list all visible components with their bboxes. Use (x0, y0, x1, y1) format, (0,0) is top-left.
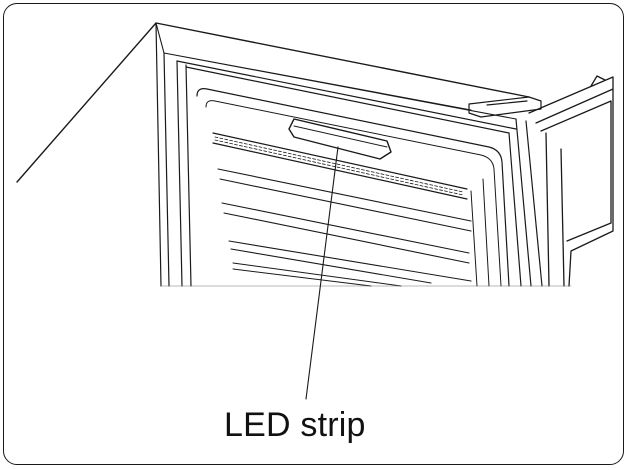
callout-label-led-strip: LED strip (224, 406, 366, 444)
led-strip-cover-ridge (293, 125, 388, 148)
led-strip-cover (288, 118, 392, 160)
led-strip-housing (212, 132, 468, 200)
shelf-rail-upper (217, 168, 472, 232)
shelf-rail-middle (221, 202, 470, 264)
inner-liner-top (176, 60, 517, 134)
inner-liner-border-inner (205, 100, 502, 287)
inner-liner-border (196, 88, 510, 287)
cabinet-top-edge (155, 22, 517, 120)
shelf-rail-bottom (232, 262, 402, 287)
shelf-rail-lower (228, 240, 472, 284)
open-door-panel (528, 75, 614, 287)
cabinet-right-wall (508, 118, 543, 287)
liner-channel-right (470, 178, 490, 287)
callout-leader-line (305, 146, 339, 400)
illustration-frame (3, 3, 624, 465)
refrigerator-interior-drawing (16, 22, 614, 400)
led-strip-texture (214, 136, 464, 196)
door-hinge (468, 96, 542, 118)
cabinet-left-wall (155, 22, 192, 287)
